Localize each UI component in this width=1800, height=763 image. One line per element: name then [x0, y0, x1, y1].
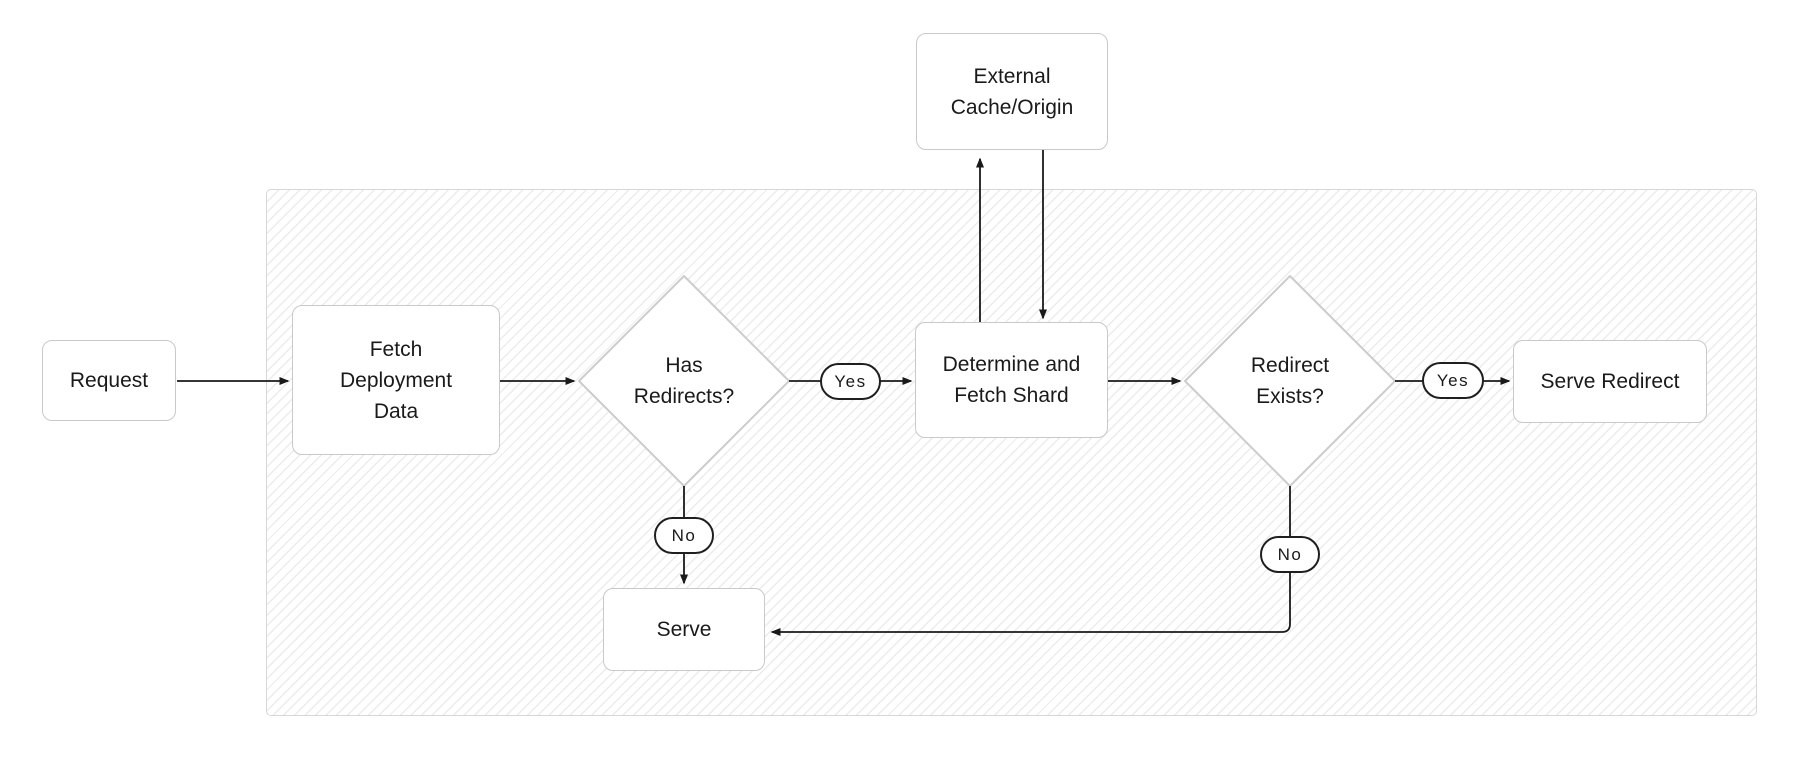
redirect-exists-yes-pill: Yes — [1422, 362, 1484, 399]
serve-redirect-node: Serve Redirect — [1513, 340, 1707, 423]
edge-redirect-exists-no-to-serve — [770, 486, 1291, 636]
determine-and-fetch-shard-node: Determine and Fetch Shard — [915, 322, 1108, 438]
redirect-exists-diamond — [1184, 275, 1396, 487]
edge-runtime-hatched-region — [266, 189, 1757, 716]
has-redirects-diamond — [578, 275, 790, 487]
redirect-exists-no-pill: No — [1260, 536, 1320, 573]
has-redirects-yes-pill: Yes — [820, 363, 881, 400]
fetch-deployment-data-node: Fetch Deployment Data — [292, 305, 500, 455]
request-node: Request — [42, 340, 176, 421]
serve-node: Serve — [603, 588, 765, 671]
has-redirects-no-pill: No — [654, 517, 714, 554]
external-cache-origin-node: External Cache/Origin — [916, 33, 1108, 150]
